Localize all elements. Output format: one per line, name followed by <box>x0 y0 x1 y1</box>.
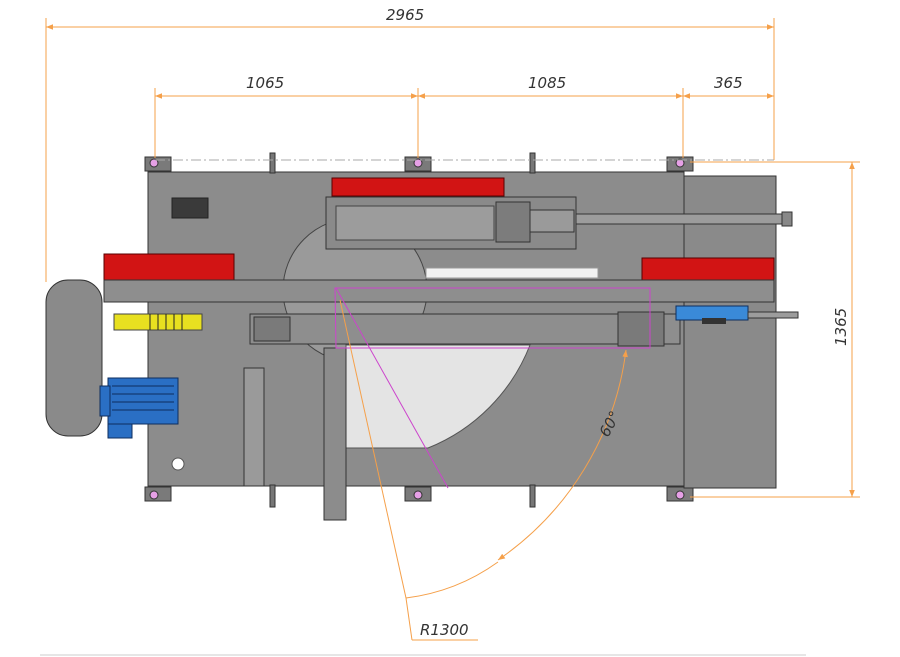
top-rod-end <box>781 211 793 227</box>
machine-body <box>45 152 799 521</box>
carriage-end <box>529 209 575 233</box>
logo-plate <box>171 197 209 219</box>
drain-hole <box>171 457 185 471</box>
support-column <box>323 347 347 521</box>
dim-swing-radius: R1300 <box>420 621 469 639</box>
material-strip <box>425 267 599 279</box>
dimension-lines <box>45 18 860 641</box>
mounting-pads <box>144 156 694 502</box>
swing-arm <box>249 313 681 345</box>
dim-segment-middle: 1085 <box>528 74 566 92</box>
left-red-guard <box>103 253 235 281</box>
pulley-housing <box>45 279 103 437</box>
carriage-block <box>495 201 531 243</box>
dim-overall-width: 1365 <box>832 308 850 346</box>
cut-path-diagonal <box>335 287 449 489</box>
cylinder-clamp <box>702 318 726 324</box>
dim-overall-length: 2965 <box>386 6 424 24</box>
dim-segment-left: 1065 <box>246 74 284 92</box>
top-red-guard <box>331 177 505 197</box>
swing-arm-pivot <box>617 311 665 347</box>
swing-arm-head <box>253 316 291 342</box>
cut-path <box>334 287 651 349</box>
carriage-housing <box>335 205 495 241</box>
blue-cylinder <box>675 305 749 321</box>
cylinder-rod <box>747 311 799 319</box>
motor <box>99 377 179 439</box>
main-beam <box>103 279 775 303</box>
right-red-guard <box>641 257 775 281</box>
top-rod <box>575 213 789 225</box>
dim-segment-right: 365 <box>714 74 743 92</box>
feed-screw-threads <box>149 314 183 330</box>
gas-spring <box>243 367 265 487</box>
right-section <box>683 175 777 489</box>
